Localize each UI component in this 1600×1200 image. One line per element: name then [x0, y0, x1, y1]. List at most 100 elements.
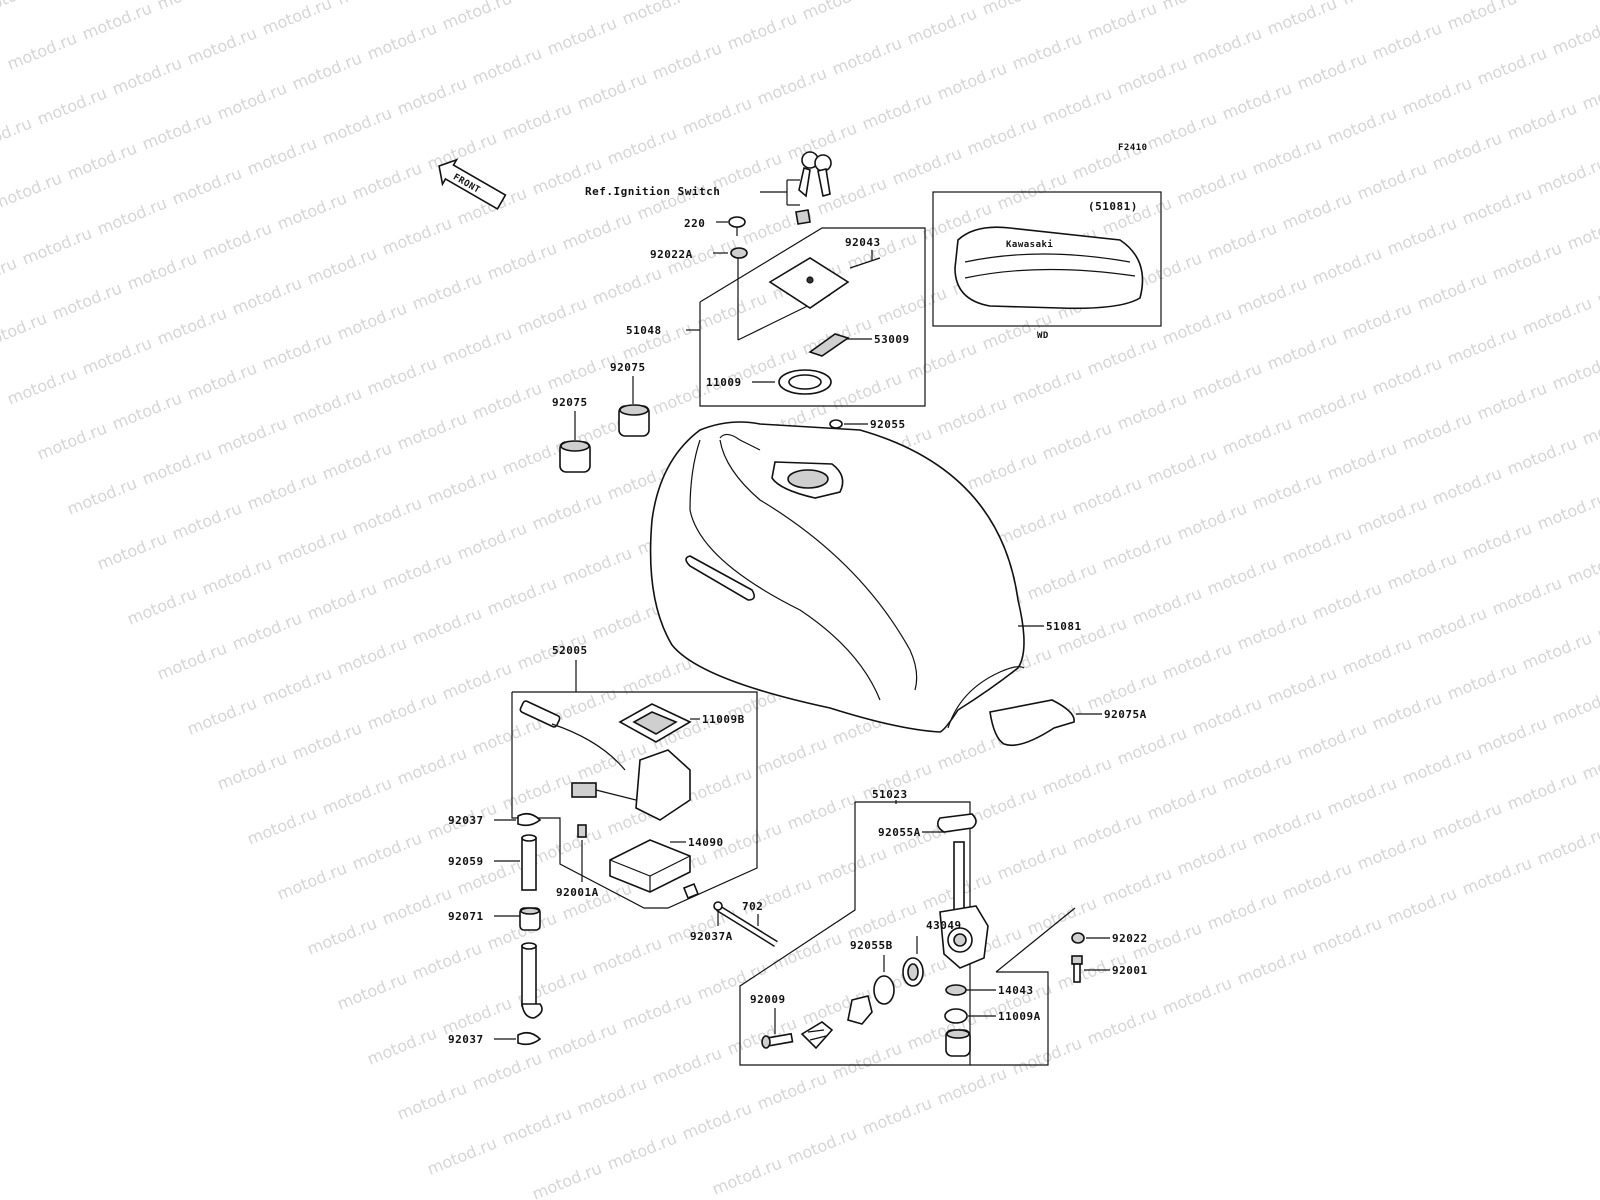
- watermark-text: motod.ru: [1234, 274, 1309, 319]
- watermark-text: motod.ru: [1189, 359, 1264, 404]
- watermark-text: motod.ru: [1324, 774, 1399, 819]
- watermark-text: motod.ru: [1579, 739, 1600, 784]
- watermark-text: motod.ru: [544, 14, 619, 59]
- part-92001-label: 92001: [1112, 964, 1148, 977]
- part-92075-left-label: 92075: [552, 396, 588, 409]
- watermark-text: motod.ru: [4, 29, 79, 74]
- watermark-text: motod.ru: [1309, 579, 1384, 624]
- watermark-text: motod.ru: [484, 239, 559, 284]
- part-92001A-label: 92001A: [556, 886, 599, 899]
- part-92022A-label: 92022A: [650, 248, 693, 261]
- watermark-text: motod.ru: [439, 324, 514, 369]
- watermark-text: motod.ru: [319, 439, 394, 484]
- washer-92022-icon: [1071, 932, 1085, 944]
- watermark-text: motod.ru: [244, 134, 319, 179]
- watermark-text: motod.ru: [514, 294, 589, 339]
- watermark-text: motod.ru: [0, 309, 50, 354]
- ignition-keys-icon: [795, 151, 832, 225]
- watermark-text: motod.ru: [154, 304, 229, 349]
- watermark-text: motod.ru: [289, 384, 364, 429]
- watermark-text: motod.ru: [589, 264, 664, 309]
- watermark-text: motod.ru: [1354, 494, 1429, 539]
- part-92055-label: 92055: [870, 418, 906, 431]
- watermark-text: motod.ru: [1069, 809, 1144, 854]
- watermark-text: motod.ru: [469, 1049, 544, 1094]
- watermark-text: motod.ru: [79, 334, 154, 379]
- watermark-text: motod.ru: [904, 4, 979, 49]
- watermark-text: motod.ru: [1114, 724, 1189, 769]
- watermark-text: motod.ru: [1039, 419, 1114, 464]
- watermark-text: motod.ru: [334, 299, 409, 344]
- ring-92055B-icon: [873, 975, 895, 1005]
- inset-decal-box: [932, 191, 1162, 327]
- latch-53009-icon: [808, 333, 850, 357]
- watermark-text: motod.ru: [244, 804, 319, 849]
- watermark-text: motod.ru: [214, 414, 289, 459]
- watermark-text: motod.ru: [1339, 634, 1414, 679]
- watermark-text: motod.ru: [1204, 889, 1279, 934]
- watermark-text: motod.ru: [79, 0, 154, 44]
- watermark-text: motod.ru: [34, 419, 109, 464]
- watermark-text: motod.ru: [139, 444, 214, 489]
- watermark-text: motod.ru: [784, 789, 859, 834]
- watermark-text: motod.ru: [199, 219, 274, 264]
- watermark-text: motod.ru: [859, 89, 934, 134]
- part-11009A-label: 11009A: [998, 1010, 1041, 1023]
- watermark-text: motod.ru: [964, 114, 1039, 159]
- watermark-text: motod.ru: [934, 59, 1009, 104]
- watermark-text: motod.ru: [1099, 529, 1174, 574]
- washer-92022A-icon: [730, 247, 748, 259]
- watermark-text: motod.ru: [469, 44, 544, 89]
- watermark-text: motod.ru: [184, 24, 259, 69]
- watermark-text: motod.ru: [19, 224, 94, 269]
- watermark-text: motod.ru: [1294, 384, 1369, 429]
- watermark-text: motod.ru: [394, 1079, 469, 1124]
- watermark-text: motod.ru: [544, 1019, 619, 1064]
- watermark-text: motod.ru: [1519, 294, 1594, 339]
- part-51081-label: 51081: [1046, 620, 1082, 633]
- watermark-text: motod.ru: [154, 639, 229, 684]
- watermark-text: motod.ru: [1294, 719, 1369, 764]
- watermark-text: motod.ru: [1219, 749, 1294, 794]
- part-92037A-label: 92037A: [690, 930, 733, 943]
- watermark-text: motod.ru: [514, 0, 589, 4]
- part-92022-label: 92022: [1112, 932, 1148, 945]
- part-702-label: 702: [742, 900, 763, 913]
- watermark-text: motod.ru: [184, 694, 259, 739]
- watermark-text: motod.ru: [1084, 1004, 1159, 1049]
- watermark-text: motod.ru: [1009, 29, 1084, 74]
- watermark-text: motod.ru: [1519, 629, 1594, 674]
- watermark-text: motod.ru: [409, 269, 484, 314]
- watermark-text: motod.ru: [394, 409, 469, 454]
- watermark-text: motod.ru: [1579, 404, 1600, 449]
- fuel-cock-icon: [939, 841, 989, 969]
- watermark-text: motod.ru: [1084, 0, 1159, 44]
- watermark-text: motod.ru: [439, 659, 514, 704]
- watermark-text: motod.ru: [409, 604, 484, 649]
- watermark-text: motod.ru: [334, 969, 409, 1014]
- watermark-text: motod.ru: [214, 749, 289, 794]
- washer-14043-icon: [945, 984, 967, 996]
- watermark-text: motod.ru: [94, 529, 169, 574]
- watermark-text: motod.ru: [1174, 834, 1249, 879]
- watermark-text: motod.ru: [529, 1159, 604, 1200]
- watermark-text: motod.ru: [1429, 464, 1504, 509]
- watermark-text: motod.ru: [379, 549, 454, 594]
- part-92075A-label: 92075A: [1104, 708, 1147, 721]
- watermark-text: motod.ru: [1324, 439, 1399, 484]
- watermark-text: motod.ru: [589, 934, 664, 979]
- watermark-text: motod.ru: [1249, 469, 1324, 514]
- watermark-text: motod.ru: [1144, 109, 1219, 154]
- watermark-text: motod.ru: [709, 149, 784, 194]
- watermark-text: motod.ru: [1309, 244, 1384, 289]
- watermark-text: motod.ru: [1024, 559, 1099, 604]
- watermark-text: motod.ru: [199, 554, 274, 599]
- watermark-text: motod.ru: [1324, 104, 1399, 149]
- part-92043-label: 92043: [845, 236, 881, 249]
- watermark-text: motod.ru: [1354, 829, 1429, 874]
- watermark-text: motod.ru: [1429, 129, 1504, 174]
- watermark-text: motod.ru: [454, 519, 529, 564]
- watermark-text: motod.ru: [619, 989, 694, 1034]
- watermark-text: motod.ru: [259, 0, 334, 39]
- watermark-text: motod.ru: [139, 109, 214, 154]
